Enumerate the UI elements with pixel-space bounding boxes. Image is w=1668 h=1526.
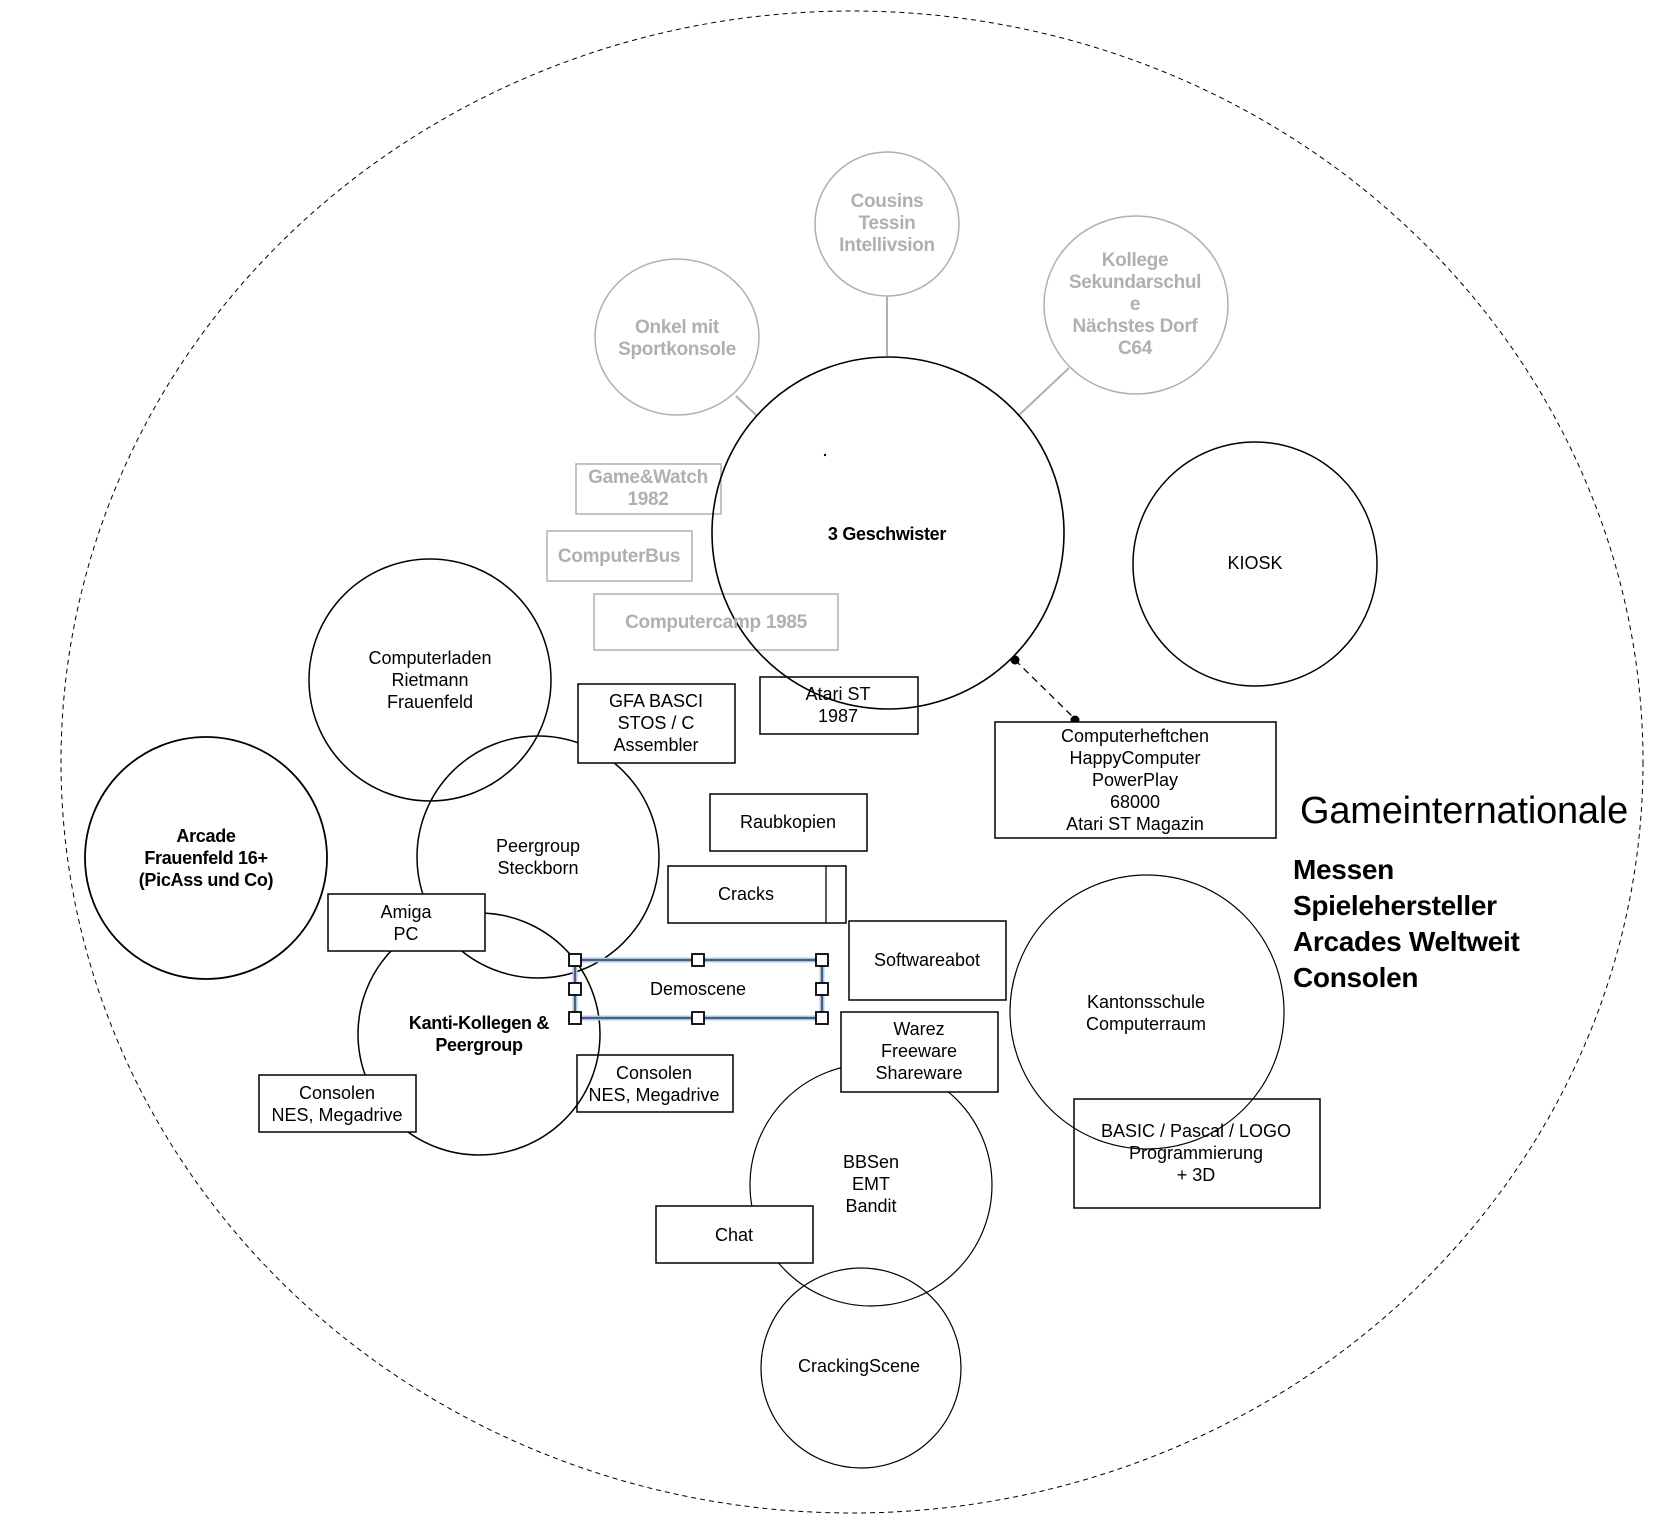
international-item: Spielehersteller xyxy=(1293,890,1497,921)
box-chat[interactable] xyxy=(655,1205,814,1264)
circle-kantonsschule[interactable] xyxy=(1009,874,1285,1150)
box-amiga[interactable] xyxy=(327,893,486,952)
circle-onkel[interactable] xyxy=(594,258,760,416)
box-gamewatch[interactable] xyxy=(575,463,722,515)
resize-handle-se[interactable] xyxy=(815,1011,829,1025)
box-heftchen[interactable] xyxy=(994,721,1277,839)
international-item: Consolen xyxy=(1293,962,1419,993)
circle-cousins[interactable] xyxy=(814,151,960,297)
circle-kiosk[interactable] xyxy=(1132,441,1378,687)
box-softwareabot[interactable] xyxy=(848,920,1007,1001)
box-gfa[interactable] xyxy=(577,683,736,764)
resize-handle-ne[interactable] xyxy=(815,953,829,967)
box-cracks[interactable] xyxy=(667,865,847,924)
box-computercamp[interactable] xyxy=(593,593,839,651)
international-item: Arcades Weltweit xyxy=(1293,926,1520,957)
resize-handle-sw[interactable] xyxy=(568,1011,582,1025)
circle-geschwister[interactable] xyxy=(711,356,1065,710)
outer-boundary-ellipse xyxy=(60,10,1644,1514)
connector-kollege xyxy=(1017,367,1070,417)
resize-handle-n[interactable] xyxy=(691,953,705,967)
connector-onkel xyxy=(735,395,758,417)
box-atari[interactable] xyxy=(759,676,919,735)
box-demoscene[interactable] xyxy=(574,959,823,1019)
resize-handle-s[interactable] xyxy=(691,1011,705,1025)
box-consolen-left[interactable] xyxy=(258,1074,417,1133)
box-computerbus[interactable] xyxy=(546,530,693,582)
dot-geschwister xyxy=(823,453,827,457)
international-item: Messen xyxy=(1293,854,1394,885)
connector-heftchen xyxy=(1014,659,1076,720)
circle-bbsen[interactable] xyxy=(749,1063,993,1307)
resize-handle-w[interactable] xyxy=(568,982,582,996)
circle-computerladen[interactable] xyxy=(308,558,552,802)
circle-kollege[interactable] xyxy=(1043,215,1229,395)
box-raubkopien[interactable] xyxy=(709,793,868,852)
circle-arcade[interactable] xyxy=(84,736,328,980)
resize-handle-nw[interactable] xyxy=(568,953,582,967)
box-consolen-right[interactable] xyxy=(576,1054,734,1113)
circle-cracking[interactable] xyxy=(760,1267,962,1469)
demoscene-selection[interactable] xyxy=(568,953,829,1025)
box-warez[interactable] xyxy=(840,1011,999,1093)
box-basic[interactable] xyxy=(1073,1098,1321,1209)
international-list: Messen Spielehersteller Arcades Weltweit… xyxy=(1293,852,1520,996)
gameinternationale-title: Gameinternationale xyxy=(1300,790,1629,832)
connector-endpoint-start xyxy=(1010,655,1020,665)
circle-peergroup[interactable] xyxy=(416,735,660,979)
resize-handle-e[interactable] xyxy=(815,982,829,996)
